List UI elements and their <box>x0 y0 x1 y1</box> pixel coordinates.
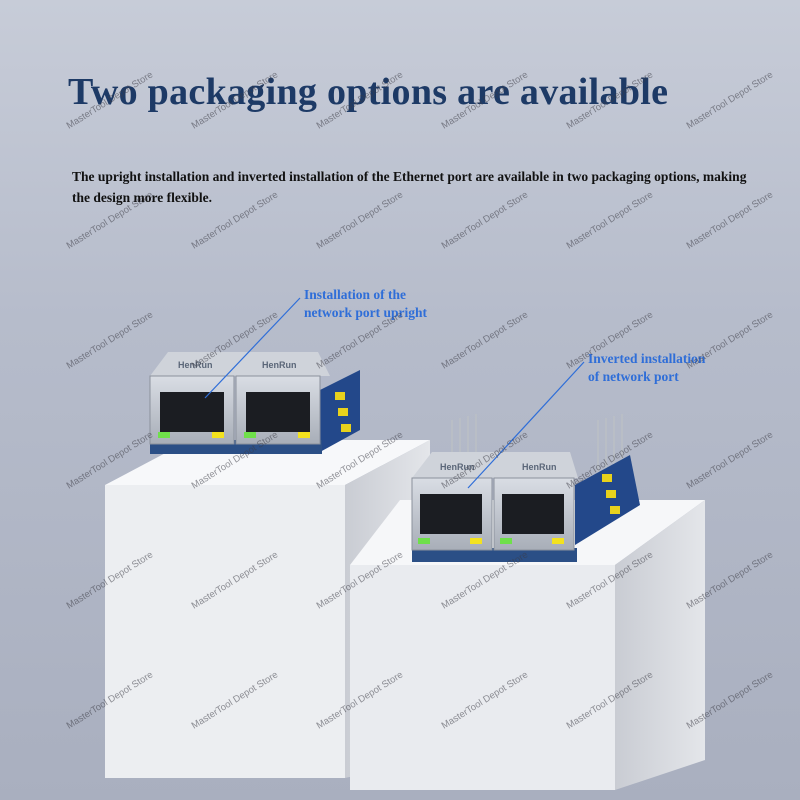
brand-label-4: HenRun <box>522 462 557 472</box>
callout-upright: Installation of the network port upright <box>304 286 464 322</box>
callout-upright-line2: network port upright <box>304 305 428 320</box>
header-pins-yellow <box>335 392 351 432</box>
callout-line-upright <box>204 297 301 399</box>
brand-label-2: HenRun <box>262 360 297 370</box>
callout-line-inverted <box>467 361 585 489</box>
pedestal-right <box>350 500 705 790</box>
ethernet-module-upright: HenRun HenRun <box>149 352 360 454</box>
callout-inverted-line1: Inverted installation <box>588 351 706 366</box>
brand-label-3: HenRun <box>440 462 475 472</box>
page-title: Two packaging options are available <box>68 71 669 113</box>
callout-inverted: Inverted installation of network port <box>588 350 748 386</box>
ethernet-module-inverted: HenRun HenRun <box>411 414 640 562</box>
callout-inverted-line2: of network port <box>588 369 679 384</box>
callout-upright-line1: Installation of the <box>304 287 407 302</box>
page-description: The upright installation and inverted in… <box>72 169 747 205</box>
brand-label-1: HenRun <box>178 360 213 370</box>
